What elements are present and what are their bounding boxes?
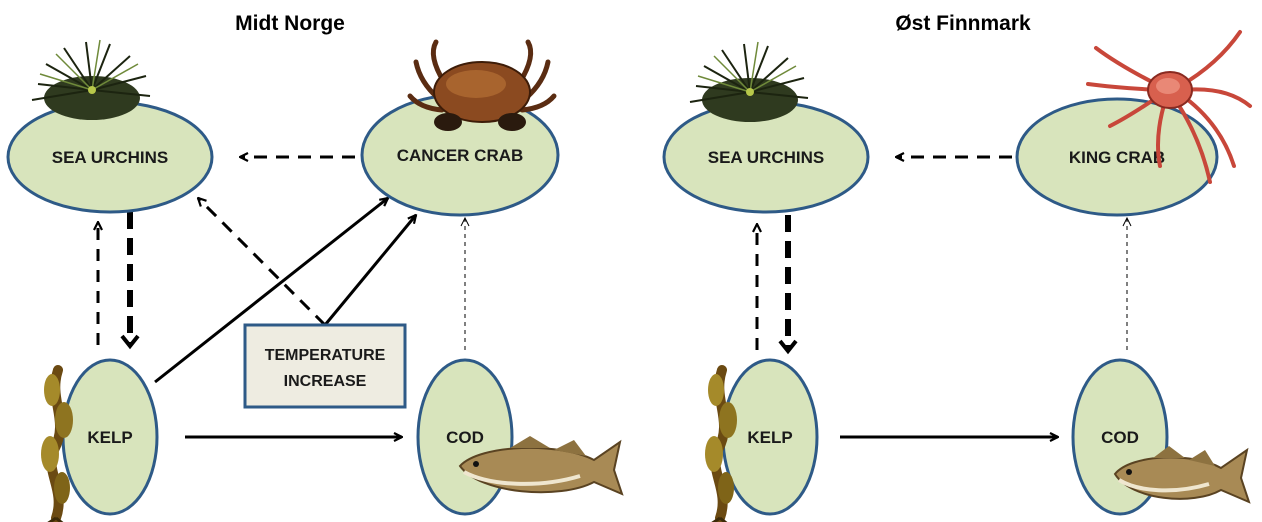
node-sea-urchins: SEA URCHINS bbox=[8, 102, 212, 212]
svg-text:CANCER CRAB: CANCER CRAB bbox=[397, 146, 524, 165]
svg-text:KING CRAB: KING CRAB bbox=[1069, 148, 1165, 167]
panel-midt-norge: Midt Norge SEA URCHINS bbox=[8, 12, 622, 522]
svg-text:SEA URCHINS: SEA URCHINS bbox=[52, 148, 169, 167]
node-cod: COD bbox=[418, 360, 512, 514]
panel-title: Midt Norge bbox=[235, 12, 345, 35]
arrow-temperature-to-crab bbox=[325, 215, 416, 325]
panel-ost-finnmark: Øst Finnmark SEA URCHINS KING CRAB KELP bbox=[664, 12, 1250, 522]
svg-text:SEA URCHINS: SEA URCHINS bbox=[708, 148, 825, 167]
temperature-increase-box: TEMPERATURE INCREASE bbox=[245, 325, 405, 407]
svg-text:COD: COD bbox=[446, 428, 484, 447]
sea-urchin-icon bbox=[690, 42, 808, 122]
svg-text:KELP: KELP bbox=[87, 428, 132, 447]
node-kelp: KELP bbox=[63, 360, 157, 514]
svg-text:KELP: KELP bbox=[747, 428, 792, 447]
svg-text:COD: COD bbox=[1101, 428, 1139, 447]
node-kelp: KELP bbox=[723, 360, 817, 514]
temperature-label-line2: INCREASE bbox=[284, 373, 367, 390]
panel-title: Øst Finnmark bbox=[895, 12, 1031, 35]
sea-urchin-icon bbox=[32, 40, 150, 120]
temperature-label-line1: TEMPERATURE bbox=[265, 347, 386, 364]
